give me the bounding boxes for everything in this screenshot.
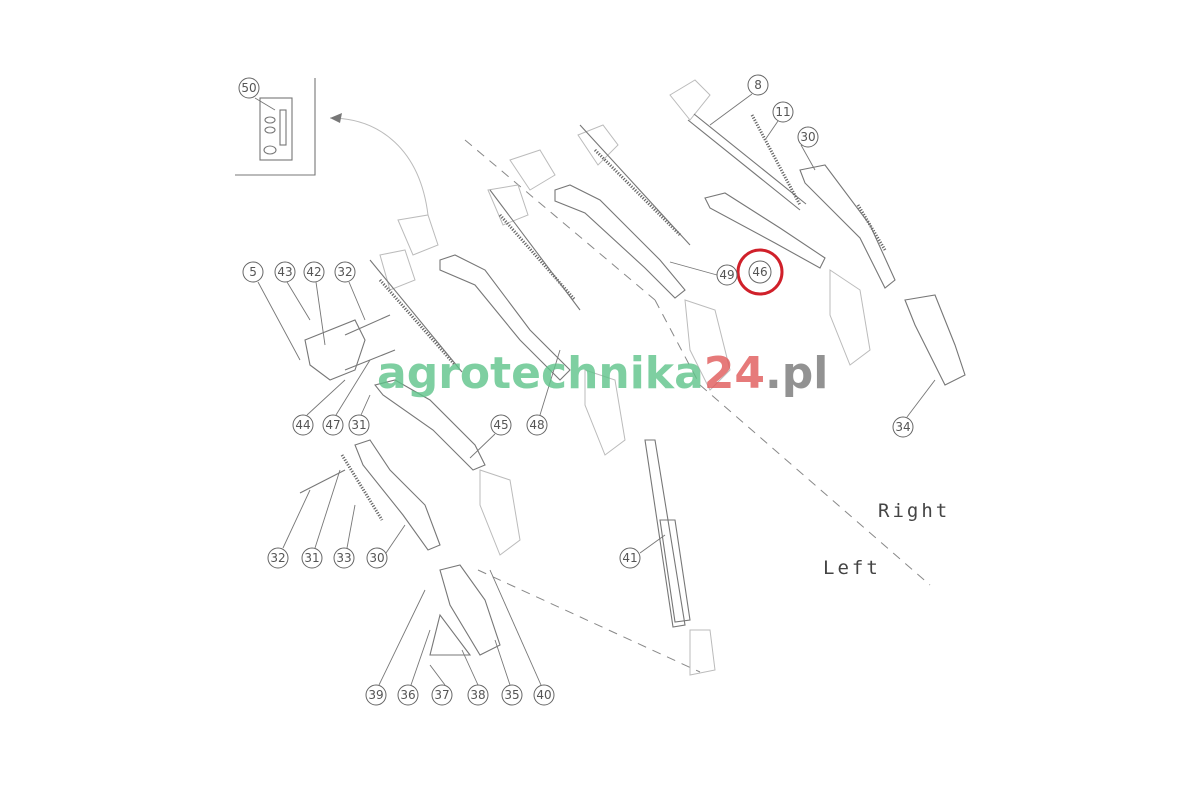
side-label-right: Right	[878, 500, 950, 522]
callout-37[interactable]: 37	[431, 684, 453, 706]
guide-lines	[464, 139, 931, 673]
callout-label: 8	[754, 78, 762, 92]
leader-lines	[254, 93, 936, 686]
callout-50[interactable]: 50	[238, 77, 260, 99]
callout-label: 33	[336, 551, 351, 565]
callout-32-bottom[interactable]: 32	[267, 547, 289, 569]
callout-label: 37	[434, 688, 449, 702]
watermark-tld: .pl	[765, 348, 829, 399]
callout-38[interactable]: 38	[467, 684, 489, 706]
callout-49[interactable]: 49	[716, 264, 738, 286]
callout-label: 31	[304, 551, 319, 565]
callout-11[interactable]: 11	[772, 101, 794, 123]
callout-label: 36	[400, 688, 415, 702]
callout-32-top[interactable]: 32	[334, 261, 356, 283]
callout-label: 32	[270, 551, 285, 565]
callout-30-left[interactable]: 30	[366, 547, 388, 569]
watermark-number: 24	[703, 348, 765, 399]
callout-31-top[interactable]: 31	[348, 414, 370, 436]
callout-42[interactable]: 42	[303, 261, 325, 283]
callout-35[interactable]: 35	[501, 684, 523, 706]
highlight-ring	[736, 248, 784, 296]
callout-30-right[interactable]: 30	[797, 126, 819, 148]
callout-48[interactable]: 48	[526, 414, 548, 436]
callout-label: 50	[241, 81, 256, 95]
watermark: agrotechnika24.pl	[377, 352, 828, 400]
callout-47[interactable]: 47	[322, 414, 344, 436]
callout-34[interactable]: 34	[892, 416, 914, 438]
callout-label: 43	[277, 265, 292, 279]
callout-label: 38	[470, 688, 485, 702]
callout-label: 30	[800, 130, 815, 144]
callout-31-bottom[interactable]: 31	[301, 547, 323, 569]
callout-label: 47	[325, 418, 340, 432]
callout-label: 41	[622, 551, 637, 565]
callout-40[interactable]: 40	[533, 684, 555, 706]
callout-label: 45	[493, 418, 508, 432]
callout-label: 34	[895, 420, 910, 434]
callout-label: 42	[306, 265, 321, 279]
callout-label: 49	[719, 268, 734, 282]
callout-label: 48	[529, 418, 544, 432]
callout-33[interactable]: 33	[333, 547, 355, 569]
callout-36[interactable]: 36	[397, 684, 419, 706]
callout-39[interactable]: 39	[365, 684, 387, 706]
callout-44[interactable]: 44	[292, 414, 314, 436]
callout-label: 32	[337, 265, 352, 279]
side-label-left: Left	[823, 557, 881, 579]
parts	[299, 79, 966, 676]
callout-label: 11	[775, 105, 790, 119]
callout-label: 35	[504, 688, 519, 702]
callout-41[interactable]: 41	[619, 547, 641, 569]
callout-46[interactable]: 46	[748, 260, 772, 284]
watermark-main: agrotechnika	[377, 348, 704, 399]
callout-label: 39	[368, 688, 383, 702]
callout-label: 31	[351, 418, 366, 432]
callout-8[interactable]: 8	[747, 74, 769, 96]
callout-45[interactable]: 45	[490, 414, 512, 436]
callout-label: 5	[249, 265, 257, 279]
callout-43[interactable]: 43	[274, 261, 296, 283]
callout-5[interactable]: 5	[242, 261, 264, 283]
inset-detail-box	[235, 78, 429, 216]
callout-label: 46	[752, 265, 767, 279]
callout-label: 44	[295, 418, 310, 432]
callout-label: 40	[536, 688, 551, 702]
callout-label: 30	[369, 551, 384, 565]
callouts: 50 8 11 30 46 49 5 43 42 32 44 47 31 45 …	[238, 74, 914, 706]
